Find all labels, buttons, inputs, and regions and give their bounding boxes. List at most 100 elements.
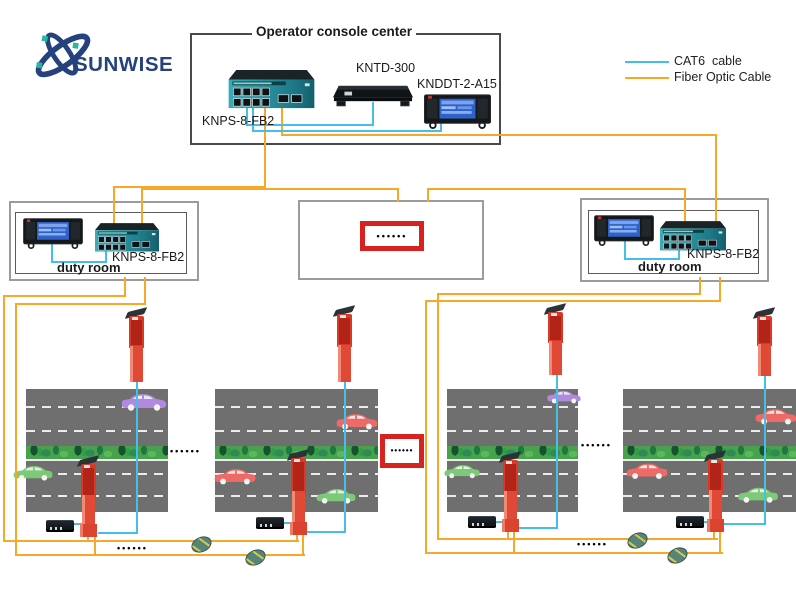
fiber-cable-segment — [427, 188, 429, 202]
duty-left-room-label: duty room — [57, 260, 121, 275]
car-green — [443, 463, 481, 479]
lane-dash — [26, 406, 168, 408]
fiber-cable-segment — [15, 303, 17, 556]
cat6-cable-segment — [246, 124, 374, 126]
knddt-2-a15-device — [424, 93, 491, 129]
fiber-cable-segment — [719, 277, 721, 302]
fiber-splice-closure — [624, 529, 651, 552]
fiber-splice-closure — [242, 546, 269, 569]
fiber-cable-segment — [124, 277, 126, 297]
phone-head — [503, 460, 518, 494]
media-converter-device — [468, 516, 496, 528]
duty-left-panel-device — [23, 217, 83, 249]
cat6-cable-segment — [764, 373, 766, 525]
console-switch-device — [228, 70, 315, 110]
duty-left-switch-label: KNPS-8-FB2 — [112, 250, 185, 264]
media-converter-device — [676, 516, 704, 528]
fiber-splice-closure — [188, 533, 215, 556]
emergency-phone-pole — [76, 455, 100, 537]
fiber-cable-segment — [425, 552, 723, 554]
cat6-cable-segment — [624, 258, 680, 260]
logo-wordmark: SUNWISE — [74, 53, 174, 76]
fiber-cable-segment — [264, 106, 266, 188]
pole-base — [707, 519, 724, 532]
emergency-phone-pole — [286, 449, 310, 535]
fiber-cable-segment — [437, 538, 718, 540]
duty-right-panel-device — [594, 214, 654, 246]
ellipsis-red-box: •••••• — [380, 434, 424, 468]
cat6-cable-segment — [723, 523, 766, 525]
fiber-cable-segment — [437, 293, 439, 540]
lane-dash — [26, 473, 168, 475]
car-green — [12, 464, 54, 481]
cat6-cable-segment — [98, 532, 138, 534]
fiber-cable-segment — [699, 277, 701, 295]
cat6-cable-segment — [556, 371, 558, 529]
continuation-dots: •••••• — [170, 446, 201, 456]
fiber-cable-segment — [513, 527, 515, 554]
fiber-splice-closure — [664, 544, 691, 567]
fiber-cable-segment — [15, 554, 305, 556]
fiber-cable-segment — [397, 188, 399, 202]
fiber-cable-segment — [684, 188, 686, 228]
emergency-phone-pole — [703, 450, 727, 532]
fiber-cable-segment — [113, 186, 115, 228]
cat6-legend-label: CAT6 cable — [674, 54, 742, 68]
cat6-cable-segment — [246, 104, 248, 126]
phone-head — [129, 316, 144, 348]
media-converter-device — [256, 517, 284, 529]
cat6-cable-segment — [624, 240, 626, 260]
continuation-dots: •••••• — [581, 440, 612, 450]
fiber-cable-segment — [3, 540, 299, 542]
car-red — [754, 407, 796, 425]
console-title: Operator console center — [252, 24, 417, 39]
lane-dash — [215, 430, 378, 432]
fiber-cable-segment — [425, 300, 721, 302]
fiber-cable-segment — [719, 527, 721, 554]
fiber-cable-segment — [3, 295, 5, 542]
fiber-cable-segment — [15, 303, 146, 305]
emergency-phone-pole — [543, 303, 567, 375]
car-green — [736, 486, 780, 503]
cat6-cable-segment — [440, 122, 442, 132]
car-red — [335, 412, 379, 430]
fiber-cable-segment — [302, 529, 304, 556]
lane-dash — [26, 430, 168, 432]
fiber-cable-segment — [113, 186, 266, 188]
lane-dash — [623, 406, 796, 408]
fiber-cable-segment — [94, 529, 96, 556]
media-converter-device — [46, 520, 74, 532]
duty-left-switch-device — [95, 223, 159, 253]
cat6-cable-segment — [51, 243, 53, 263]
sunwise-atom-icon — [35, 32, 91, 78]
ellipsis-dots: •••••• — [390, 446, 414, 455]
car-red — [213, 467, 257, 485]
car-purple — [546, 389, 582, 404]
sunwise-logo: SUNWISE — [28, 16, 173, 94]
fiber-cable-segment — [281, 134, 717, 136]
phone-head — [708, 459, 723, 493]
cat6-cable-segment — [136, 378, 138, 534]
pole-base — [80, 524, 97, 537]
fiber-cable-segment — [427, 188, 686, 190]
car-green — [315, 487, 357, 504]
emergency-phone-pole — [332, 305, 356, 382]
car-purple — [120, 392, 168, 411]
lane-dash — [447, 406, 578, 408]
lane-dash — [447, 430, 578, 432]
cat6-cable-segment — [516, 527, 558, 529]
ellipsis-red-box: •••••• — [360, 221, 424, 251]
cat6-cable-segment — [51, 261, 107, 263]
phone-head — [337, 314, 352, 347]
pole-base — [502, 519, 519, 532]
kntd-300-label: KNTD-300 — [356, 61, 416, 75]
phone-shaft — [549, 341, 562, 375]
phone-head — [81, 464, 96, 498]
lane-dash — [623, 430, 796, 432]
median-greenery — [623, 446, 796, 459]
fiber-legend-label: Fiber Optic Cable — [674, 70, 772, 84]
car-red — [625, 461, 669, 480]
console-switch-label: KNPS-8-FB2 — [202, 114, 275, 128]
cat6-cable-segment — [492, 521, 507, 523]
